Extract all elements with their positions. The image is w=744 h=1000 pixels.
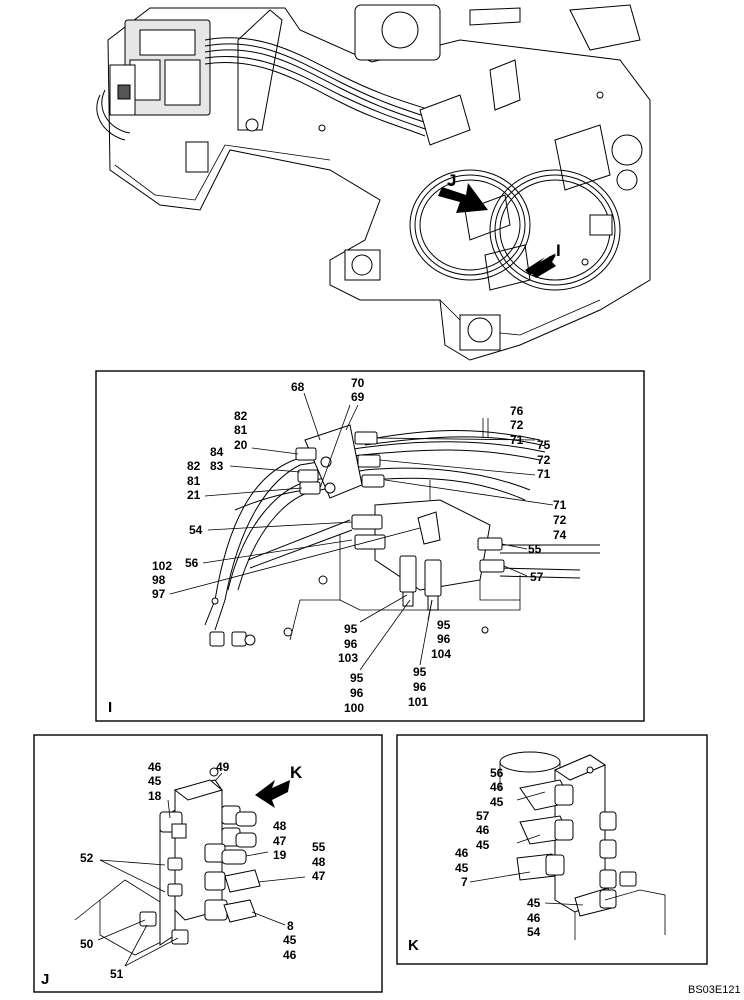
panel-i-frame: [95, 370, 645, 722]
callout-97: 97: [152, 587, 166, 601]
callout-45: 45: [148, 774, 162, 788]
callout-57: 57: [476, 809, 490, 823]
callout-84: 84: [210, 445, 224, 459]
fitting-right: [424, 559, 442, 597]
callout-71: 71: [510, 433, 524, 447]
callout-8: 8: [287, 919, 294, 933]
callout-46-d: 46: [527, 911, 541, 925]
manifold-upper: [419, 94, 471, 146]
callout-45-d: 45: [527, 896, 541, 910]
overview-view: J I: [96, 4, 651, 361]
callout-18: 18: [148, 789, 162, 803]
panel-k-letter: K: [408, 937, 419, 954]
hydraulic-cylinder-unit: [554, 124, 611, 191]
callout-46-b: 46: [476, 823, 490, 837]
callout-95: 95: [344, 622, 358, 636]
callout-81-b: 81: [187, 474, 201, 488]
callout-50: 50: [80, 937, 94, 951]
panel-i-letter: I: [108, 699, 112, 716]
callout-52: 52: [80, 851, 94, 865]
detail-panel-j: J K: [33, 734, 383, 993]
arrow-j-label: J: [447, 171, 456, 190]
view-arrow-j: [438, 183, 488, 213]
drawing-reference: BS03E121: [688, 984, 741, 996]
callout-81: 81: [234, 423, 248, 437]
callout-55: 55: [528, 542, 542, 556]
callout-51: 51: [110, 967, 124, 981]
callout-54: 54: [527, 925, 541, 939]
callout-19: 19: [273, 848, 287, 862]
callout-45: 45: [490, 795, 504, 809]
callout-100: 100: [344, 701, 364, 715]
callout-82: 82: [234, 409, 248, 423]
callout-46-b: 46: [283, 948, 297, 962]
panel-i-leaders: [169, 392, 554, 671]
callout-21: 21: [187, 488, 201, 502]
callout-96-c: 96: [350, 686, 364, 700]
callout-101: 101: [408, 695, 428, 709]
cab-mount: [569, 4, 641, 51]
callout-71-b: 71: [537, 467, 551, 481]
detail-panel-i: I: [95, 370, 645, 722]
callout-68: 68: [291, 380, 305, 394]
callout-49: 49: [216, 760, 230, 774]
callout-98: 98: [152, 573, 166, 587]
callout-96: 96: [344, 637, 358, 651]
callout-95-b: 95: [437, 618, 451, 632]
callout-45-c: 45: [455, 861, 469, 875]
callout-46: 46: [490, 780, 504, 794]
callout-54: 54: [189, 523, 203, 537]
panel-j-leaders: [97, 772, 306, 967]
callout-104: 104: [431, 647, 451, 661]
fitting-left: [399, 555, 417, 593]
arrow-i-label: I: [556, 241, 561, 260]
callout-82-b: 82: [187, 459, 201, 473]
callout-75: 75: [537, 438, 551, 452]
callout-47: 47: [273, 834, 287, 848]
callout-56: 56: [185, 556, 199, 570]
callout-95-c: 95: [350, 671, 364, 685]
callout-72-c: 72: [553, 513, 567, 527]
callout-20: 20: [234, 438, 248, 452]
callout-7: 7: [461, 875, 468, 889]
callout-48: 48: [273, 819, 287, 833]
callout-48-b: 48: [312, 855, 326, 869]
callout-72: 72: [510, 418, 524, 432]
callout-47-b: 47: [312, 869, 326, 883]
view-arrow-k-label: K: [290, 763, 303, 782]
callout-57: 57: [530, 570, 544, 584]
callout-103: 103: [338, 651, 358, 665]
detail-panel-k: K 56 46 45: [396, 734, 708, 965]
panel-k-leaders: [469, 791, 584, 906]
callout-56: 56: [490, 766, 504, 780]
callout-45-b: 45: [476, 838, 490, 852]
callout-96-d: 96: [413, 680, 427, 694]
callout-55: 55: [312, 840, 326, 854]
tank-port: [499, 751, 561, 773]
panel-k-frame: [396, 734, 708, 965]
valve-small: [185, 141, 209, 173]
panel-j-frame: [33, 734, 383, 993]
callout-69: 69: [351, 390, 365, 404]
callout-72-b: 72: [537, 453, 551, 467]
callout-76: 76: [510, 404, 524, 418]
callout-95-d: 95: [413, 665, 427, 679]
callout-46: 46: [148, 760, 162, 774]
callout-71-c: 71: [553, 498, 567, 512]
callout-102: 102: [152, 559, 172, 573]
callout-96-b: 96: [437, 632, 451, 646]
callout-46-c: 46: [455, 846, 469, 860]
callout-74: 74: [553, 528, 567, 542]
view-arrow-k: [255, 780, 290, 808]
callout-83: 83: [210, 459, 224, 473]
panel-j-letter: J: [41, 971, 49, 988]
callout-45-b: 45: [283, 933, 297, 947]
callout-70: 70: [351, 376, 365, 390]
